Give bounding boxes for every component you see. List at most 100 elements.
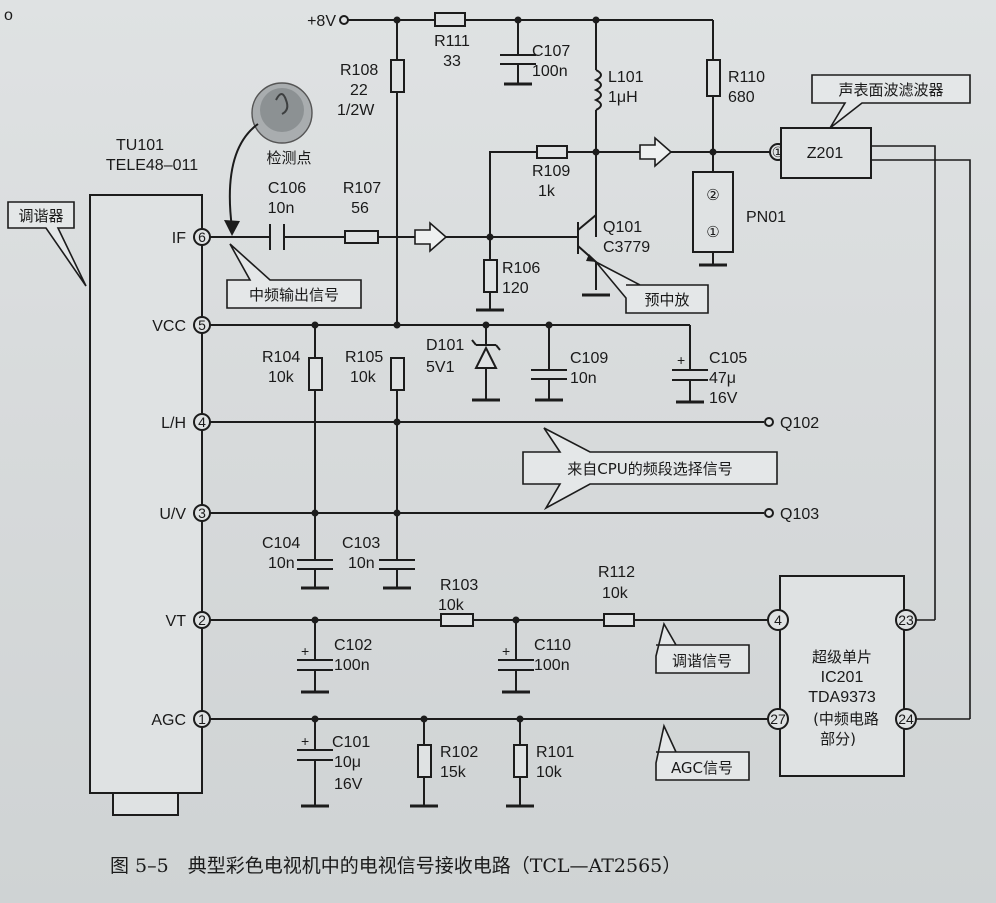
- saw-filter-z201: ① Z201: [769, 127, 971, 719]
- corner-mark: o: [4, 7, 13, 24]
- value-label: 47μ: [709, 370, 736, 387]
- rating-label: 16V: [709, 390, 738, 407]
- vcc-row: [210, 321, 690, 329]
- pin-number: 6: [198, 229, 206, 245]
- ref-label: C107: [532, 43, 570, 60]
- capacitor-c107: C107 100n: [500, 20, 570, 86]
- pin-label-uv: U/V: [159, 506, 186, 523]
- value-label: 100n: [334, 657, 370, 674]
- tuner-model: TELE48–011: [106, 157, 198, 174]
- vt-row: R103 10k R112 10k: [210, 564, 770, 627]
- capacitor-c103: C103 10n: [342, 535, 415, 590]
- ref-label: Q101: [603, 219, 642, 236]
- ref-label: R112: [598, 564, 635, 581]
- ref-label: C105: [709, 350, 747, 367]
- resistor-r101: R101 10k: [506, 719, 574, 808]
- supply-terminal: [339, 15, 349, 25]
- ref-label: PN01: [746, 209, 786, 226]
- resistor-r102: R102 15k: [410, 719, 478, 808]
- pin-number: 3: [198, 505, 206, 521]
- ref-label: C102: [334, 637, 372, 654]
- ref-label: C103: [342, 535, 380, 552]
- pin-number: 5: [198, 317, 206, 333]
- polarity-plus: +: [677, 352, 685, 368]
- resistor-r105: R105 10k: [345, 349, 405, 422]
- rating-label: 16V: [334, 776, 363, 793]
- callout-text: 检测点: [266, 149, 311, 167]
- svg-text:+: +: [301, 643, 309, 659]
- signal-arrow: [414, 221, 448, 253]
- port-q103: Q103: [780, 506, 819, 523]
- value-label: 120: [502, 280, 529, 297]
- ic-note-2: 部分): [820, 730, 856, 748]
- ref-label: R103: [440, 577, 478, 594]
- resistor-r103: [440, 613, 474, 627]
- callout-text: 声表面波滤波器: [838, 81, 943, 99]
- value-label: 10n: [348, 555, 375, 572]
- capacitor-c102: + C102 100n: [297, 620, 372, 694]
- value-label: 56: [351, 200, 369, 217]
- ref-label: C110: [534, 637, 571, 654]
- tuner-body: [89, 194, 203, 794]
- value-label: 10n: [268, 200, 295, 217]
- resistor-r111: R111 33: [434, 12, 470, 70]
- resistor-r104: R104 10k: [262, 325, 323, 513]
- resistor-r108: R108 22 1/2W: [337, 20, 405, 325]
- capacitor-c109: C109 10n: [531, 325, 608, 402]
- port-q102: Q102: [780, 415, 819, 432]
- pin-number: 2: [198, 612, 206, 628]
- pin-2: ②: [706, 186, 719, 204]
- ic-pin-27: 27: [770, 711, 786, 727]
- ref-label: L101: [608, 69, 644, 86]
- if-output: [639, 136, 770, 168]
- ref-label: R110: [728, 69, 765, 86]
- resistor-r109: R109 1k: [489, 145, 640, 237]
- ref-label: C109: [570, 350, 608, 367]
- value-label: 1k: [538, 183, 556, 200]
- pin-label-vcc: VCC: [152, 318, 186, 335]
- svg-text:+: +: [502, 643, 510, 659]
- pin-label-vt: VT: [166, 613, 187, 630]
- ic-model: TDA9373: [808, 689, 876, 706]
- resistor-r110: R110 680: [706, 20, 765, 153]
- capacitor-c106: [269, 224, 285, 250]
- value-label: 10k: [438, 597, 465, 614]
- value-label: 680: [728, 89, 755, 106]
- figure-caption: 图 5–5 典型彩色电视机中的电视信号接收电路（TCL—AT2565）: [110, 855, 681, 877]
- ref-label: R108: [340, 62, 378, 79]
- ref-label: C106: [268, 180, 306, 197]
- value-label: 100n: [532, 63, 568, 80]
- ref-label: C104: [262, 535, 300, 552]
- pin-1: ①: [706, 223, 719, 241]
- svg-text:+: +: [301, 733, 309, 749]
- value-label: C3779: [603, 239, 650, 256]
- value-label: 15k: [440, 764, 467, 781]
- callout-text: 预中放: [644, 291, 689, 309]
- ref-label: R101: [536, 744, 574, 761]
- ref-label: R104: [262, 349, 300, 366]
- inductor-l101: L101 1μH: [593, 20, 644, 237]
- resistor-r107: [344, 230, 379, 244]
- signal-arrow: [639, 136, 673, 168]
- supply-label: +8V: [307, 13, 336, 30]
- callout-agc: AGC信号: [655, 723, 750, 781]
- agc-row: [210, 715, 770, 723]
- ref-label: R105: [345, 349, 383, 366]
- probe-hand: [260, 88, 304, 132]
- callout-text: AGC信号: [671, 759, 733, 777]
- callout-text: 来自CPU的频段选择信号: [567, 460, 733, 478]
- pin-number: 1: [198, 711, 206, 727]
- ref-label: R111: [434, 33, 470, 50]
- if-path: C106 10n R107 56: [210, 180, 578, 253]
- ic-pin-24: 24: [898, 711, 914, 727]
- probe-arrow: [228, 123, 259, 229]
- tuner-connector: [112, 792, 179, 816]
- callout-text: 调谐器: [18, 207, 63, 225]
- tuner-ref: TU101: [116, 137, 164, 154]
- transistor-q101: Q101 C3779: [577, 200, 650, 297]
- pin-label-agc: AGC: [151, 712, 186, 729]
- callout-text: 调谐信号: [672, 652, 732, 670]
- value-label: 10n: [268, 555, 295, 572]
